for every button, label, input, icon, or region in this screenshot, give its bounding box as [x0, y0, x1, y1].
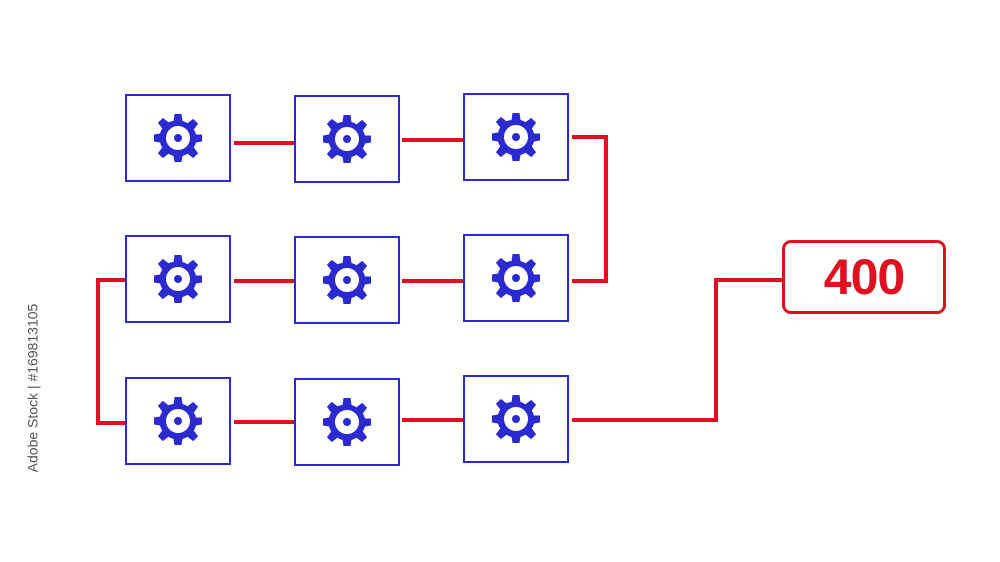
gear-node-r3c1 [125, 377, 231, 465]
gear-node-r1c3 [463, 93, 569, 181]
connector-r3 [234, 418, 463, 424]
gear-node-r3c3 [463, 375, 569, 463]
gear-icon [492, 254, 540, 302]
connector-r1 [234, 138, 463, 145]
result-value: 400 [823, 249, 905, 305]
gear-icon [154, 114, 202, 162]
gear-node-r2c2 [294, 236, 400, 324]
gear-node-r2c1 [125, 235, 231, 323]
gear-icon [323, 256, 371, 304]
gear-icon [154, 255, 202, 303]
gear-icon [154, 397, 202, 445]
gear-icon [323, 398, 371, 446]
gear-icon [492, 395, 540, 443]
gear-icon [323, 115, 371, 163]
gear-node-r2c3 [463, 234, 569, 322]
result-box: 400 [782, 240, 946, 314]
connector-r1-r2 [572, 135, 608, 283]
connector-to-result [572, 278, 782, 422]
watermark: Adobe Stock | #169813105 [24, 303, 41, 473]
connector-r2-r3 [96, 278, 125, 425]
gear-icon [492, 113, 540, 161]
gear-node-r1c1 [125, 94, 231, 182]
gear-node-r1c2 [294, 95, 400, 183]
gear-node-r3c2 [294, 378, 400, 466]
